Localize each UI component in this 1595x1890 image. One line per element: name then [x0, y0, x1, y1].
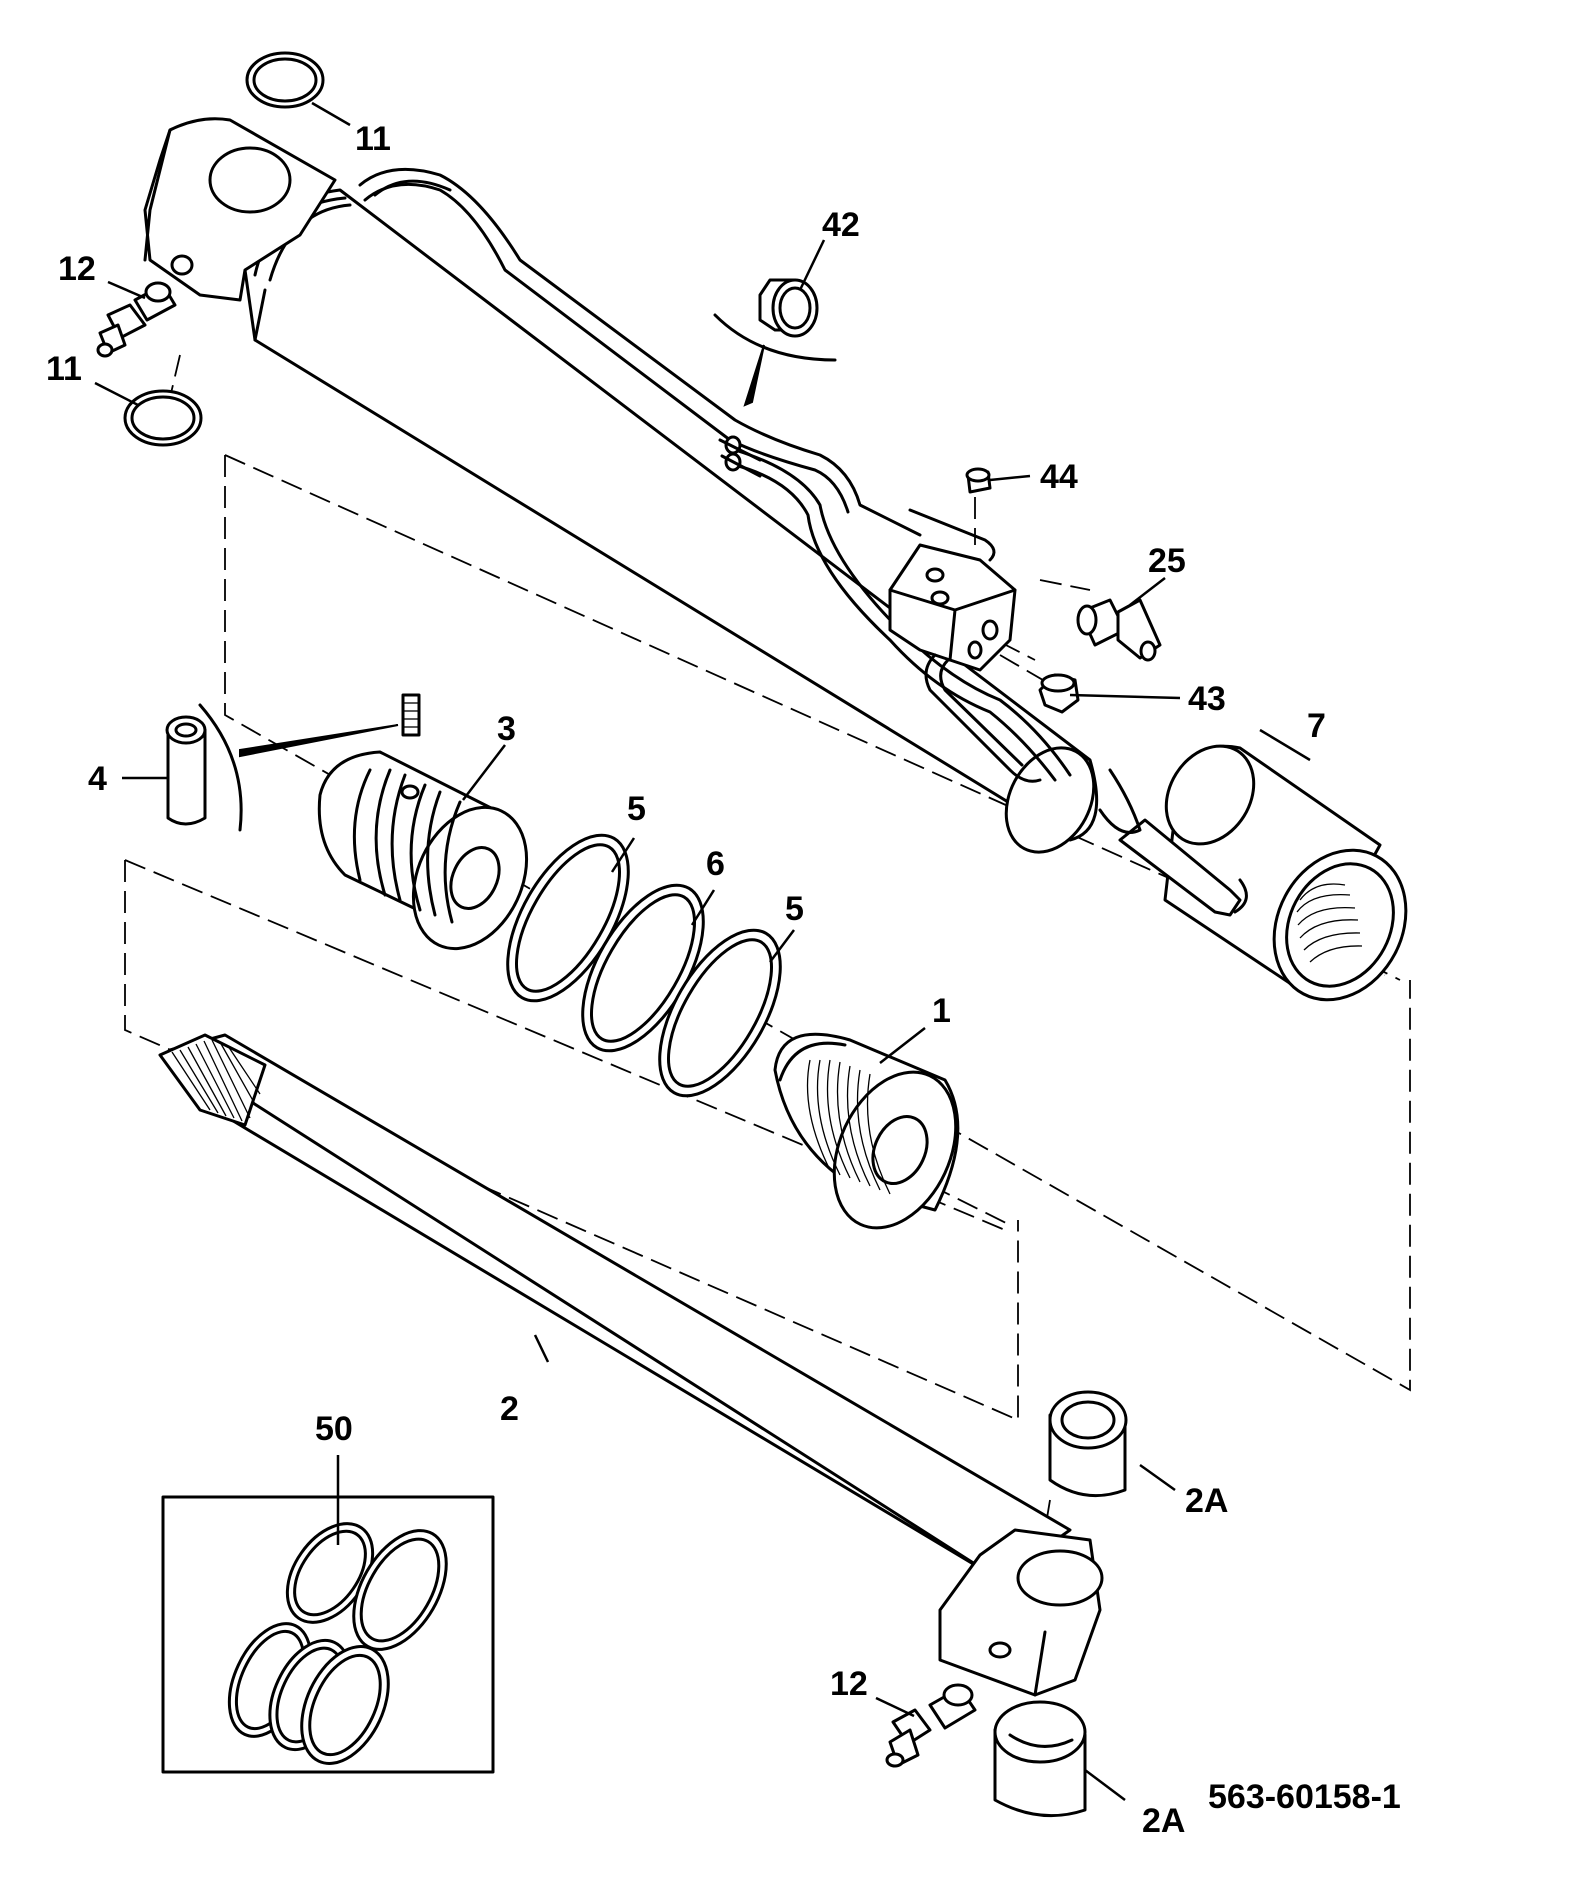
callout-7: 7	[1307, 707, 1326, 745]
o-ring-top	[245, 51, 325, 109]
callout-50: 50	[315, 1410, 353, 1448]
plug-44	[965, 467, 992, 494]
callout-12-top: 12	[58, 250, 96, 288]
callout-42: 42	[822, 206, 860, 244]
callout-labels: 11 12 11 42 44 25 43 7 4 3 5 6 5 1 2 50 …	[46, 120, 1401, 1840]
drawing-number: 563-60158-1	[1208, 1778, 1401, 1816]
piston-rod	[158, 1033, 1104, 1697]
grease-nipple-bottom	[885, 1683, 977, 1768]
valve-block	[888, 543, 1142, 834]
callout-3: 3	[497, 710, 516, 748]
sleeve-internal-thread	[1296, 883, 1363, 963]
callout-5-a: 5	[627, 790, 646, 828]
o-ring-bottom	[123, 389, 203, 447]
callout-2a-lower: 2A	[1142, 1802, 1185, 1840]
callout-25: 25	[1148, 542, 1186, 580]
grub-screw	[401, 693, 421, 737]
callout-4: 4	[88, 760, 107, 798]
plug-43	[1038, 673, 1080, 714]
callout-43: 43	[1188, 680, 1226, 718]
callout-6: 6	[706, 845, 725, 883]
gland-sleeve	[1118, 744, 1408, 1002]
bushing-upper	[1048, 1390, 1128, 1498]
leader-lines	[94, 101, 1311, 1801]
callout-2a-upper: 2A	[1185, 1482, 1228, 1520]
callout-2: 2	[500, 1390, 519, 1428]
bushing-lower	[993, 1700, 1087, 1818]
rod-thread	[171, 1039, 261, 1122]
gland-nut-thread	[806, 1059, 891, 1195]
grease-nipple-top	[96, 281, 177, 358]
cap-nut-42	[713, 278, 837, 407]
seal-kit-box	[161, 1495, 495, 1774]
spacer-4	[165, 703, 399, 832]
callout-44: 44	[1040, 458, 1078, 496]
seal-ring-5b	[658, 928, 782, 1098]
cylinder-head-end	[143, 117, 337, 302]
callout-12-bottom: 12	[830, 1665, 868, 1703]
piston-3	[317, 750, 529, 951]
seal-ring-5a	[506, 833, 630, 1003]
callout-1: 1	[932, 992, 951, 1030]
fitting-25	[1076, 598, 1162, 662]
callout-5-b: 5	[785, 890, 804, 928]
callout-11-top: 11	[355, 120, 391, 158]
gland-nut-1	[773, 1032, 960, 1230]
callout-11-left: 11	[46, 350, 82, 388]
